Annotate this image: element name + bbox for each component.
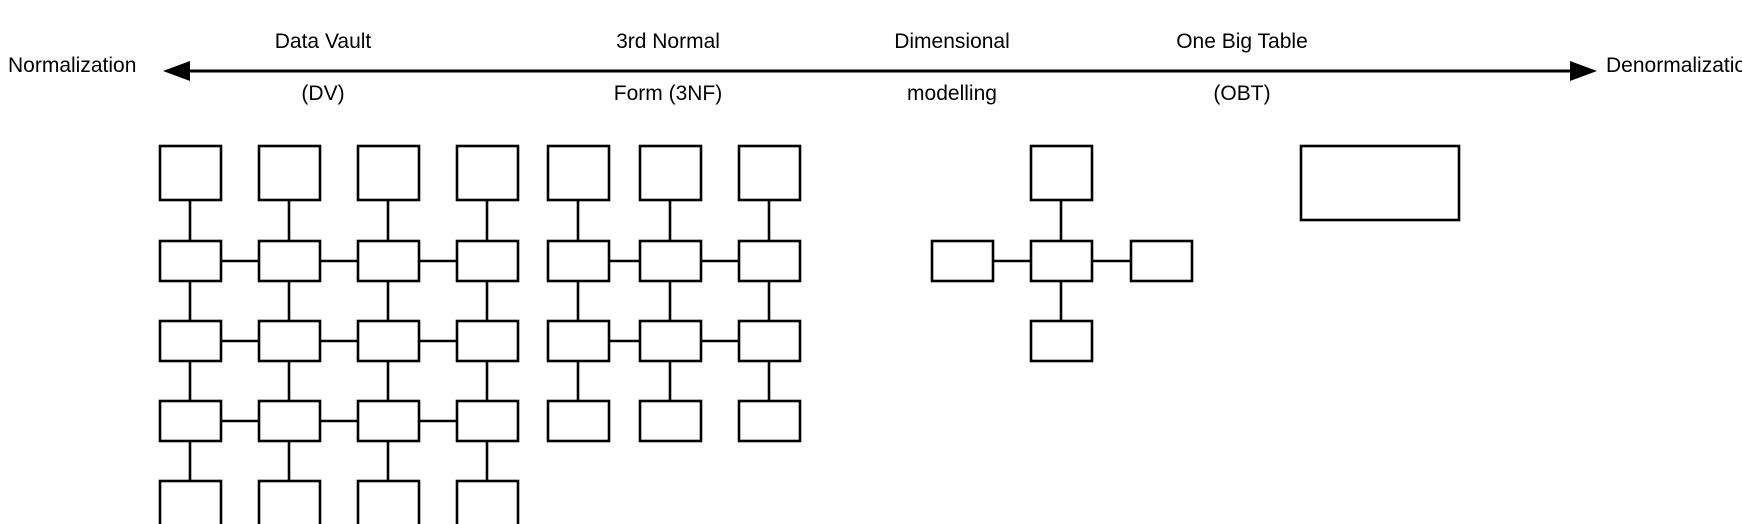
dm-dimension-box-left [930, 239, 995, 283]
stage-label-line2: (OBT) [1213, 82, 1271, 105]
dm-fact-box-center [1029, 239, 1094, 283]
nf-table-box [737, 399, 802, 443]
schema-data-vault [158, 144, 520, 524]
spectrum-axis [163, 61, 1597, 81]
nf-vertical-links [576, 200, 771, 401]
dv-table-box [356, 399, 421, 443]
schema-one-big-table [1299, 144, 1461, 222]
dv-table-box [455, 239, 520, 283]
dv-table-box [158, 479, 223, 524]
stage-label-line2: (DV) [301, 82, 345, 105]
obt-table-box [1299, 144, 1461, 222]
dm-dimension-box-right [1129, 239, 1194, 283]
nf-table-box [546, 319, 611, 363]
dv-horizontal-links [221, 259, 456, 423]
nf-table-box [737, 239, 802, 283]
axis-label-normalization: Normalization [8, 54, 137, 77]
schema-dimensional-modelling [930, 144, 1194, 363]
dv-table-box [257, 239, 322, 283]
nf-table-box [638, 319, 703, 363]
nf-table-box [737, 144, 802, 202]
nf-table-box [546, 239, 611, 283]
dv-table-box [158, 239, 223, 283]
nf-table-box [638, 239, 703, 283]
schema-third-normal-form [546, 144, 802, 443]
dv-table-box [356, 239, 421, 283]
stage-label-line1: 3rd Normal [616, 30, 720, 53]
dv-table-box [158, 319, 223, 363]
stage-label-third-normal-form: 3rd Normal Form (3NF) [558, 3, 778, 133]
dv-table-box [257, 399, 322, 443]
dv-table-box [455, 479, 520, 524]
axis-label-denormalization: Denormalization [1606, 54, 1742, 77]
dv-table-box [257, 144, 322, 202]
dv-table-box [356, 479, 421, 524]
axis-arrowhead-right [1570, 61, 1597, 81]
axis-arrowhead-left [163, 61, 190, 81]
dv-table-box [455, 319, 520, 363]
dv-table-box [158, 399, 223, 443]
nf-table-box [546, 399, 611, 443]
stage-label-line1: Data Vault [274, 30, 372, 53]
dv-table-box [257, 479, 322, 524]
nf-table-box [546, 144, 611, 202]
dv-table-box [455, 399, 520, 443]
stage-label-line1: Dimensional [894, 30, 1010, 53]
dv-table-box [356, 319, 421, 363]
dm-dimension-box-top [1029, 144, 1094, 202]
dv-table-box [158, 144, 223, 202]
nf-table-box [737, 319, 802, 363]
stage-label-data-vault: Data Vault (DV) [213, 3, 433, 133]
dv-table-box [356, 144, 421, 202]
dv-table-box [257, 319, 322, 363]
stage-label-line2: Form (3NF) [613, 82, 723, 105]
stage-label-line2: modelling [907, 82, 997, 105]
nf-table-box [638, 399, 703, 443]
nf-table-box [638, 144, 703, 202]
dv-vertical-links [188, 200, 489, 481]
stage-label-line1: One Big Table [1176, 30, 1308, 53]
stage-label-one-big-table: One Big Table (OBT) [1130, 3, 1354, 133]
dm-dimension-box-bottom [1029, 319, 1094, 363]
stage-label-dimensional-modelling: Dimensional modelling [840, 3, 1064, 133]
nf-horizontal-links [609, 259, 738, 343]
dv-table-box [455, 144, 520, 202]
